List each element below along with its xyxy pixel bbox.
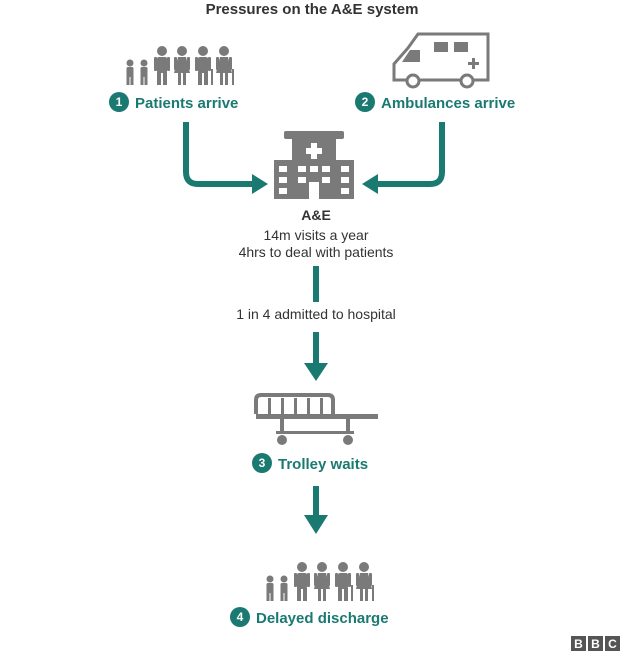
arrowhead-down: [304, 515, 328, 534]
step-number-badge: [109, 92, 129, 112]
delayed-discharge-step: 4 Delayed discharge: [230, 562, 389, 627]
step-number: 4: [237, 610, 244, 624]
bbc-logo: B B C: [571, 636, 620, 651]
step-number-badge: [355, 92, 375, 112]
ae-title: A&E: [301, 207, 331, 223]
admission-note: 1 in 4 admitted to hospital: [236, 306, 396, 322]
trolley-icon: [254, 393, 378, 445]
arrow-to-trolley-shaft: [313, 332, 319, 364]
step-number: 2: [362, 95, 369, 109]
ae-time-target: 4hrs to deal with patients: [239, 244, 394, 260]
arrowhead-down: [304, 363, 328, 381]
arrowhead-right: [252, 174, 268, 194]
family-icon: [267, 562, 375, 601]
step-number-badge: [230, 607, 250, 627]
svg-text:B: B: [574, 637, 583, 651]
ambulance-icon: [392, 32, 490, 89]
ambulances-arrive-step: 2 Ambulances arrive: [355, 32, 515, 112]
arrow-patients-to-ae: [183, 122, 252, 187]
trolley-waits-step: 3 Trolley waits: [252, 393, 378, 473]
svg-text:B: B: [591, 637, 600, 651]
step-number-badge: [252, 453, 272, 473]
step-number: 3: [259, 456, 266, 470]
svg-text:C: C: [608, 637, 617, 651]
ae-visits-per-year: 14m visits a year: [263, 227, 368, 243]
diagram-title: Pressures on the A&E system: [206, 1, 419, 18]
hospital-icon: [274, 131, 354, 199]
arrow-ambulances-to-ae: [378, 122, 445, 187]
connector-line: [313, 266, 319, 302]
arrow-to-discharge-shaft: [313, 486, 319, 516]
family-icon: [127, 46, 235, 85]
step-label-trolley-waits: Trolley waits: [278, 456, 368, 473]
step-label-patients-arrive: Patients arrive: [135, 95, 238, 112]
step-number: 1: [116, 95, 123, 109]
patients-arrive-step: 1 Patients arrive: [109, 46, 238, 112]
arrowhead-left: [362, 174, 378, 194]
step-label-delayed-discharge: Delayed discharge: [256, 610, 389, 627]
step-label-ambulances-arrive: Ambulances arrive: [381, 95, 515, 112]
